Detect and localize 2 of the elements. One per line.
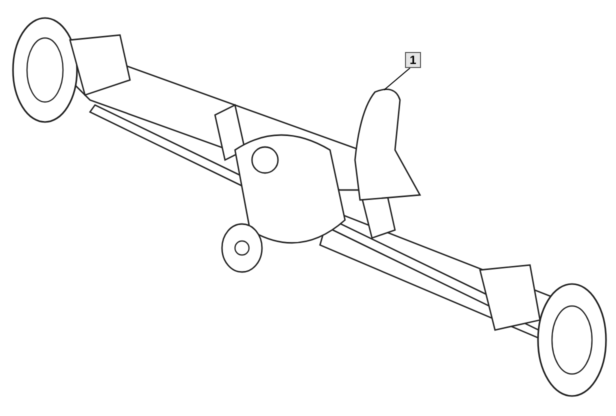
- leader-line: [384, 68, 410, 90]
- callout-number: 1: [405, 52, 421, 68]
